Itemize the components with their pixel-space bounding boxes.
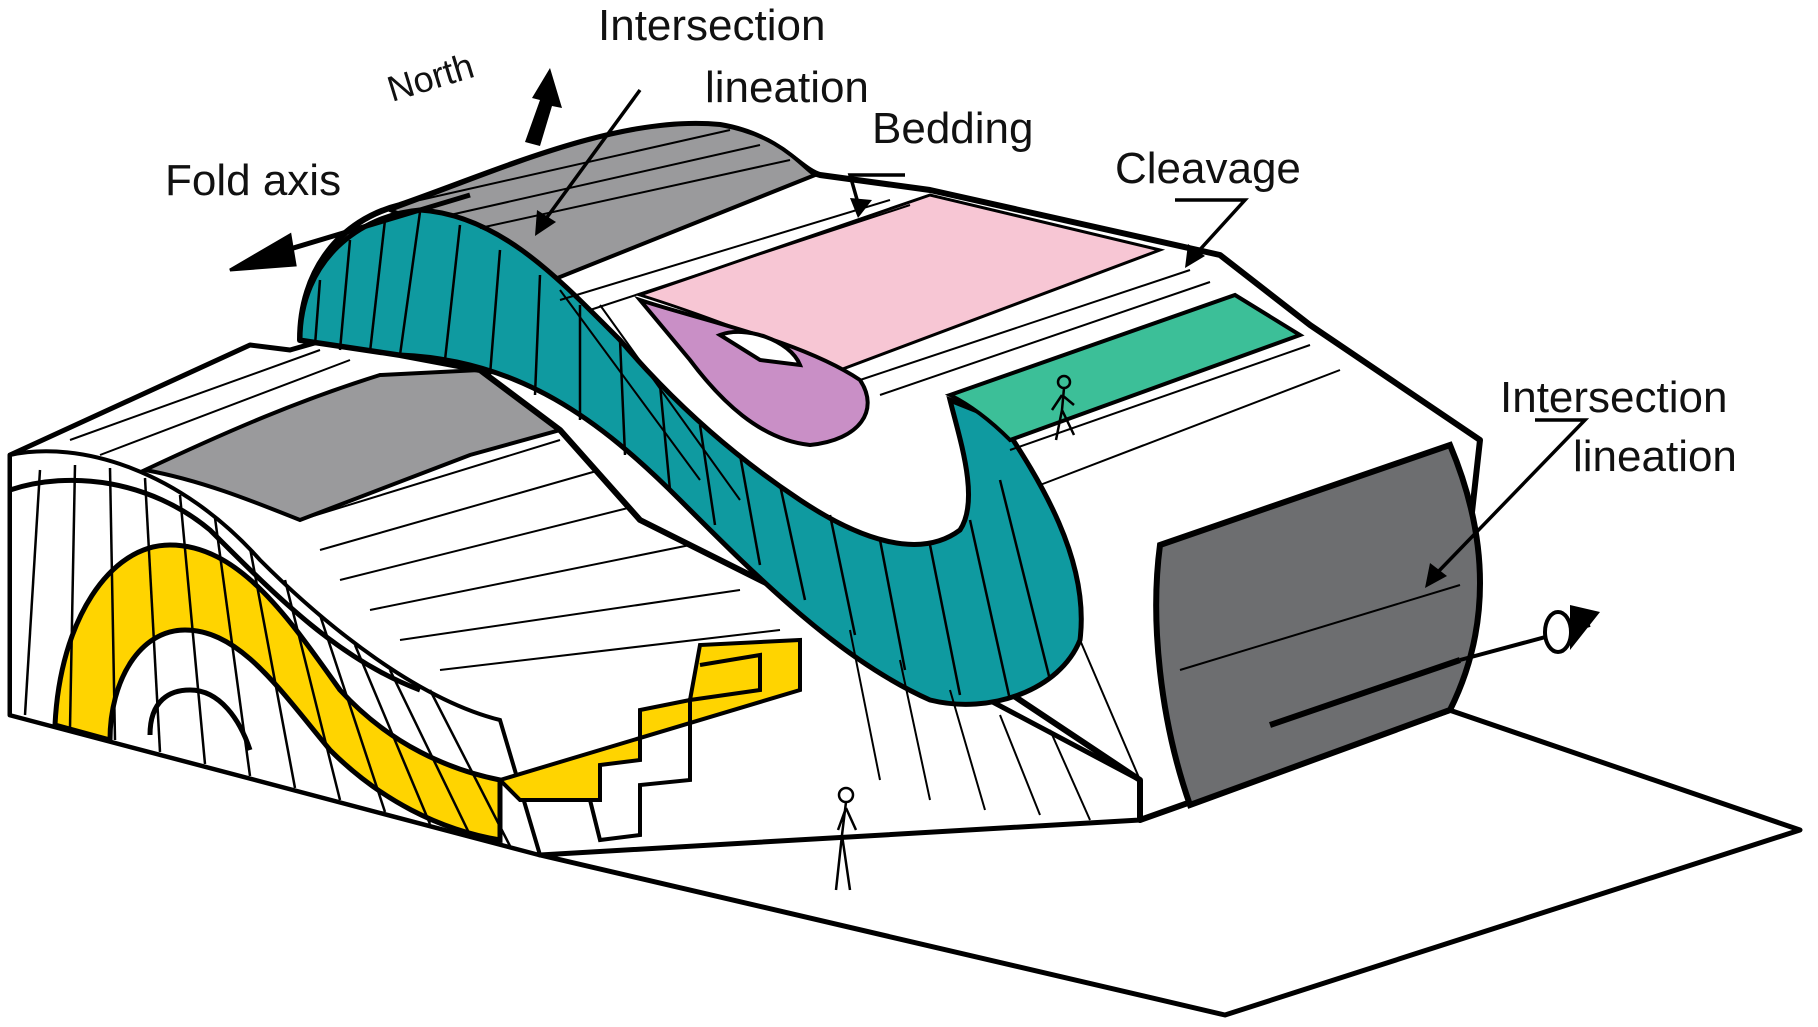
leader-cleavage xyxy=(1175,198,1249,257)
fold-axis-end-circle xyxy=(1543,610,1573,654)
lower-bedding-lines xyxy=(69,349,781,671)
label-north: North xyxy=(382,45,478,110)
label-intersection-lineation-top-line2: lineation xyxy=(705,63,869,112)
leader-arrows xyxy=(543,88,1590,577)
leader-intersection-right xyxy=(1433,418,1590,577)
leader-arrowheads xyxy=(535,198,1447,588)
lower-cleavage-lines xyxy=(23,464,512,847)
fold-axis-arrowhead-right xyxy=(1570,605,1600,650)
teal-folded-layer xyxy=(297,207,1084,707)
person-figure-ledge-icon xyxy=(1050,374,1076,441)
leader-intersection-top xyxy=(543,88,642,222)
step-structure xyxy=(588,652,762,843)
fold-axis-line-left xyxy=(269,192,471,258)
teal-cleavage-lines xyxy=(313,211,1052,701)
label-cleavage: Cleavage xyxy=(1115,144,1301,193)
yellow-layer-extension xyxy=(496,637,802,802)
right-face-fold-axis-trace xyxy=(1269,657,1461,728)
fold-arc-inner xyxy=(147,687,253,751)
leader-bedding xyxy=(847,173,905,211)
north-arrow-icon xyxy=(525,68,562,146)
mint-band xyxy=(944,292,1305,443)
upper-bedding-lines xyxy=(419,129,1341,486)
lilac-small-fold xyxy=(633,295,870,448)
label-intersection-lineation-right-line2: lineation xyxy=(1573,432,1737,481)
right-face-bedding-line xyxy=(1179,584,1461,671)
lower-gray-band xyxy=(138,367,565,523)
label-fold-axis: Fold axis xyxy=(165,156,341,205)
label-intersection-lineation-top-line1: Intersection xyxy=(598,1,825,50)
label-intersection-lineation-right-line1: Intersection xyxy=(1500,373,1727,422)
person-figure-ground-icon xyxy=(834,786,858,891)
right-end-face xyxy=(1153,441,1483,809)
fold-axis-arrowhead-left xyxy=(229,232,297,272)
lilac-fold-hinge xyxy=(715,329,804,368)
label-bedding: Bedding xyxy=(872,104,1033,153)
upper-cleavage-lines xyxy=(559,289,1141,821)
